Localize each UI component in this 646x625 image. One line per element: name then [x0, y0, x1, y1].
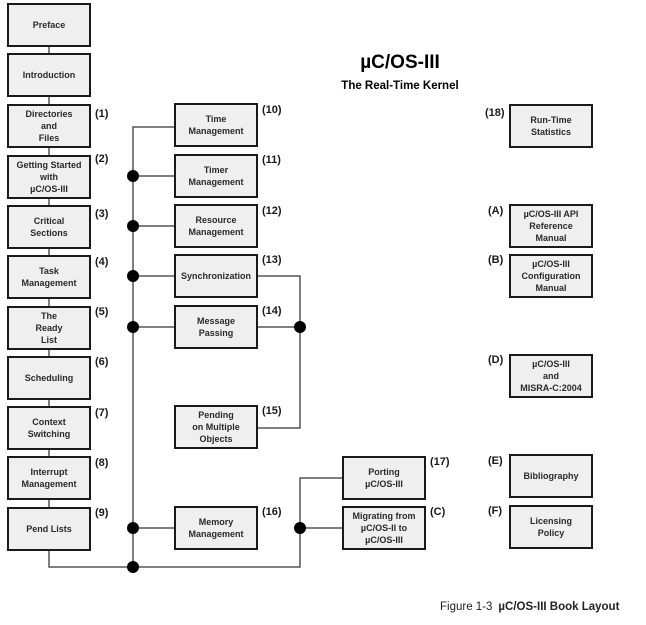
box-label: Time Management	[188, 114, 244, 136]
box-scheduling: Scheduling	[7, 356, 91, 400]
box-label: Pending on Multiple Objects	[192, 410, 240, 444]
chapter-number: (7)	[95, 407, 109, 419]
diagram-subtitle: The Real-Time Kernel	[341, 80, 459, 92]
box-label: µC/OS-III and MISRA-C:2004	[520, 359, 582, 393]
junction-dot	[127, 170, 139, 182]
box-label: Timer Management	[188, 165, 244, 187]
box-pend-lists: Pend Lists	[7, 507, 91, 551]
box-label: µC/OS-III API Reference Manual	[523, 209, 579, 243]
chapter-number: (12)	[262, 205, 282, 217]
box-label: Directories and Files	[25, 109, 73, 143]
box-label: µC/OS-III Configuration Manual	[521, 259, 581, 293]
diagram-title: µC/OS-III	[360, 52, 440, 73]
middle-bus	[132, 126, 174, 567]
box-label: Introduction	[22, 70, 76, 80]
box-getting-started: Getting Started with µC/OS-III	[7, 155, 91, 199]
box-ready-list: The Ready List	[7, 306, 91, 350]
box-label: Interrupt Management	[21, 467, 77, 489]
box-memory-management: Memory Management	[174, 506, 258, 550]
box-label: Scheduling	[24, 373, 74, 383]
box-pending-multiple: Pending on Multiple Objects	[174, 405, 258, 449]
chapter-number: (8)	[95, 457, 109, 469]
chapter-number: (1)	[95, 108, 109, 120]
appendix-letter: (B)	[488, 254, 504, 266]
junction-dot	[127, 220, 139, 232]
box-preface: Preface	[7, 3, 91, 47]
box-label: Run-Time Statistics	[530, 115, 572, 137]
chapter-number: (4)	[95, 256, 109, 268]
box-label: Getting Started with µC/OS-III	[16, 160, 82, 194]
chapter-number: (6)	[95, 356, 109, 368]
chapter-number: (13)	[262, 254, 282, 266]
box-label: Pend Lists	[26, 524, 72, 534]
box-label: Porting µC/OS-III	[365, 467, 403, 489]
box-porting: Porting µC/OS-III	[342, 456, 426, 500]
box-label: Message Passing	[196, 316, 236, 338]
box-misra: µC/OS-III and MISRA-C:2004	[509, 354, 593, 398]
figure-title: µC/OS-III Book Layout	[498, 601, 620, 613]
chapter-number: (5)	[95, 306, 109, 318]
junction-dot	[127, 561, 139, 573]
box-label: Memory Management	[188, 517, 244, 539]
chapter-number: (9)	[95, 507, 109, 519]
appendix-letter: (F)	[488, 505, 503, 517]
box-label: Resource Management	[188, 215, 244, 237]
sync-bus	[258, 275, 301, 429]
box-label: Context Switching	[27, 417, 71, 439]
appendix-letter: (D)	[488, 354, 504, 366]
box-directories-files: Directories and Files	[7, 104, 91, 148]
junction-dot	[127, 321, 139, 333]
figure-number: Figure 1-3	[440, 601, 493, 613]
box-label: The Ready List	[35, 311, 63, 345]
box-api-reference: µC/OS-III API Reference Manual	[509, 204, 593, 248]
box-label: Synchronization	[180, 271, 251, 281]
chapter-number: (17)	[430, 456, 450, 468]
junction-dot	[294, 522, 306, 534]
box-context-switching: Context Switching	[7, 406, 91, 450]
box-licensing-policy: Licensing Policy	[509, 505, 593, 549]
box-label: Bibliography	[523, 471, 579, 481]
chapter-number: (3)	[95, 208, 109, 220]
appendix-letter: (E)	[488, 455, 503, 467]
box-introduction: Introduction	[7, 53, 91, 97]
box-label: Preface	[32, 20, 66, 30]
chapter-number: (2)	[95, 153, 109, 165]
box-runtime-statistics: Run-Time Statistics	[509, 104, 593, 148]
box-synchronization: Synchronization	[174, 254, 258, 298]
box-message-passing: Message Passing	[174, 305, 258, 349]
box-configuration-manual: µC/OS-III Configuration Manual	[509, 254, 593, 298]
box-bibliography: Bibliography	[509, 454, 593, 498]
chapter-number: (C)	[430, 506, 446, 518]
chapter-number: (11)	[262, 154, 281, 166]
box-label: Critical Sections	[30, 216, 68, 238]
chapter-number: (14)	[262, 305, 282, 317]
junction-dot	[127, 270, 139, 282]
bottom-bus	[48, 477, 342, 568]
box-label: Task Management	[21, 266, 77, 288]
box-migrating: Migrating from µC/OS-II to µC/OS-III	[342, 506, 426, 550]
box-label: Licensing Policy	[529, 516, 572, 538]
chapter-number: (15)	[262, 405, 282, 417]
appendix-letter: (A)	[488, 205, 504, 217]
chapter-number: (10)	[262, 104, 282, 116]
box-resource-management: Resource Management	[174, 204, 258, 248]
box-interrupt-management: Interrupt Management	[7, 456, 91, 500]
box-time-management: Time Management	[174, 103, 258, 147]
box-task-management: Task Management	[7, 255, 91, 299]
chapter-number: (18)	[485, 107, 505, 119]
box-timer-management: Timer Management	[174, 154, 258, 198]
chapter-number: (16)	[262, 506, 282, 518]
junction-dot	[294, 321, 306, 333]
figure-caption: Figure 1-3 µC/OS-III Book Layout	[440, 601, 619, 613]
junction-dot	[127, 522, 139, 534]
box-critical-sections: Critical Sections	[7, 205, 91, 249]
box-label: Migrating from µC/OS-II to µC/OS-III	[352, 511, 416, 545]
